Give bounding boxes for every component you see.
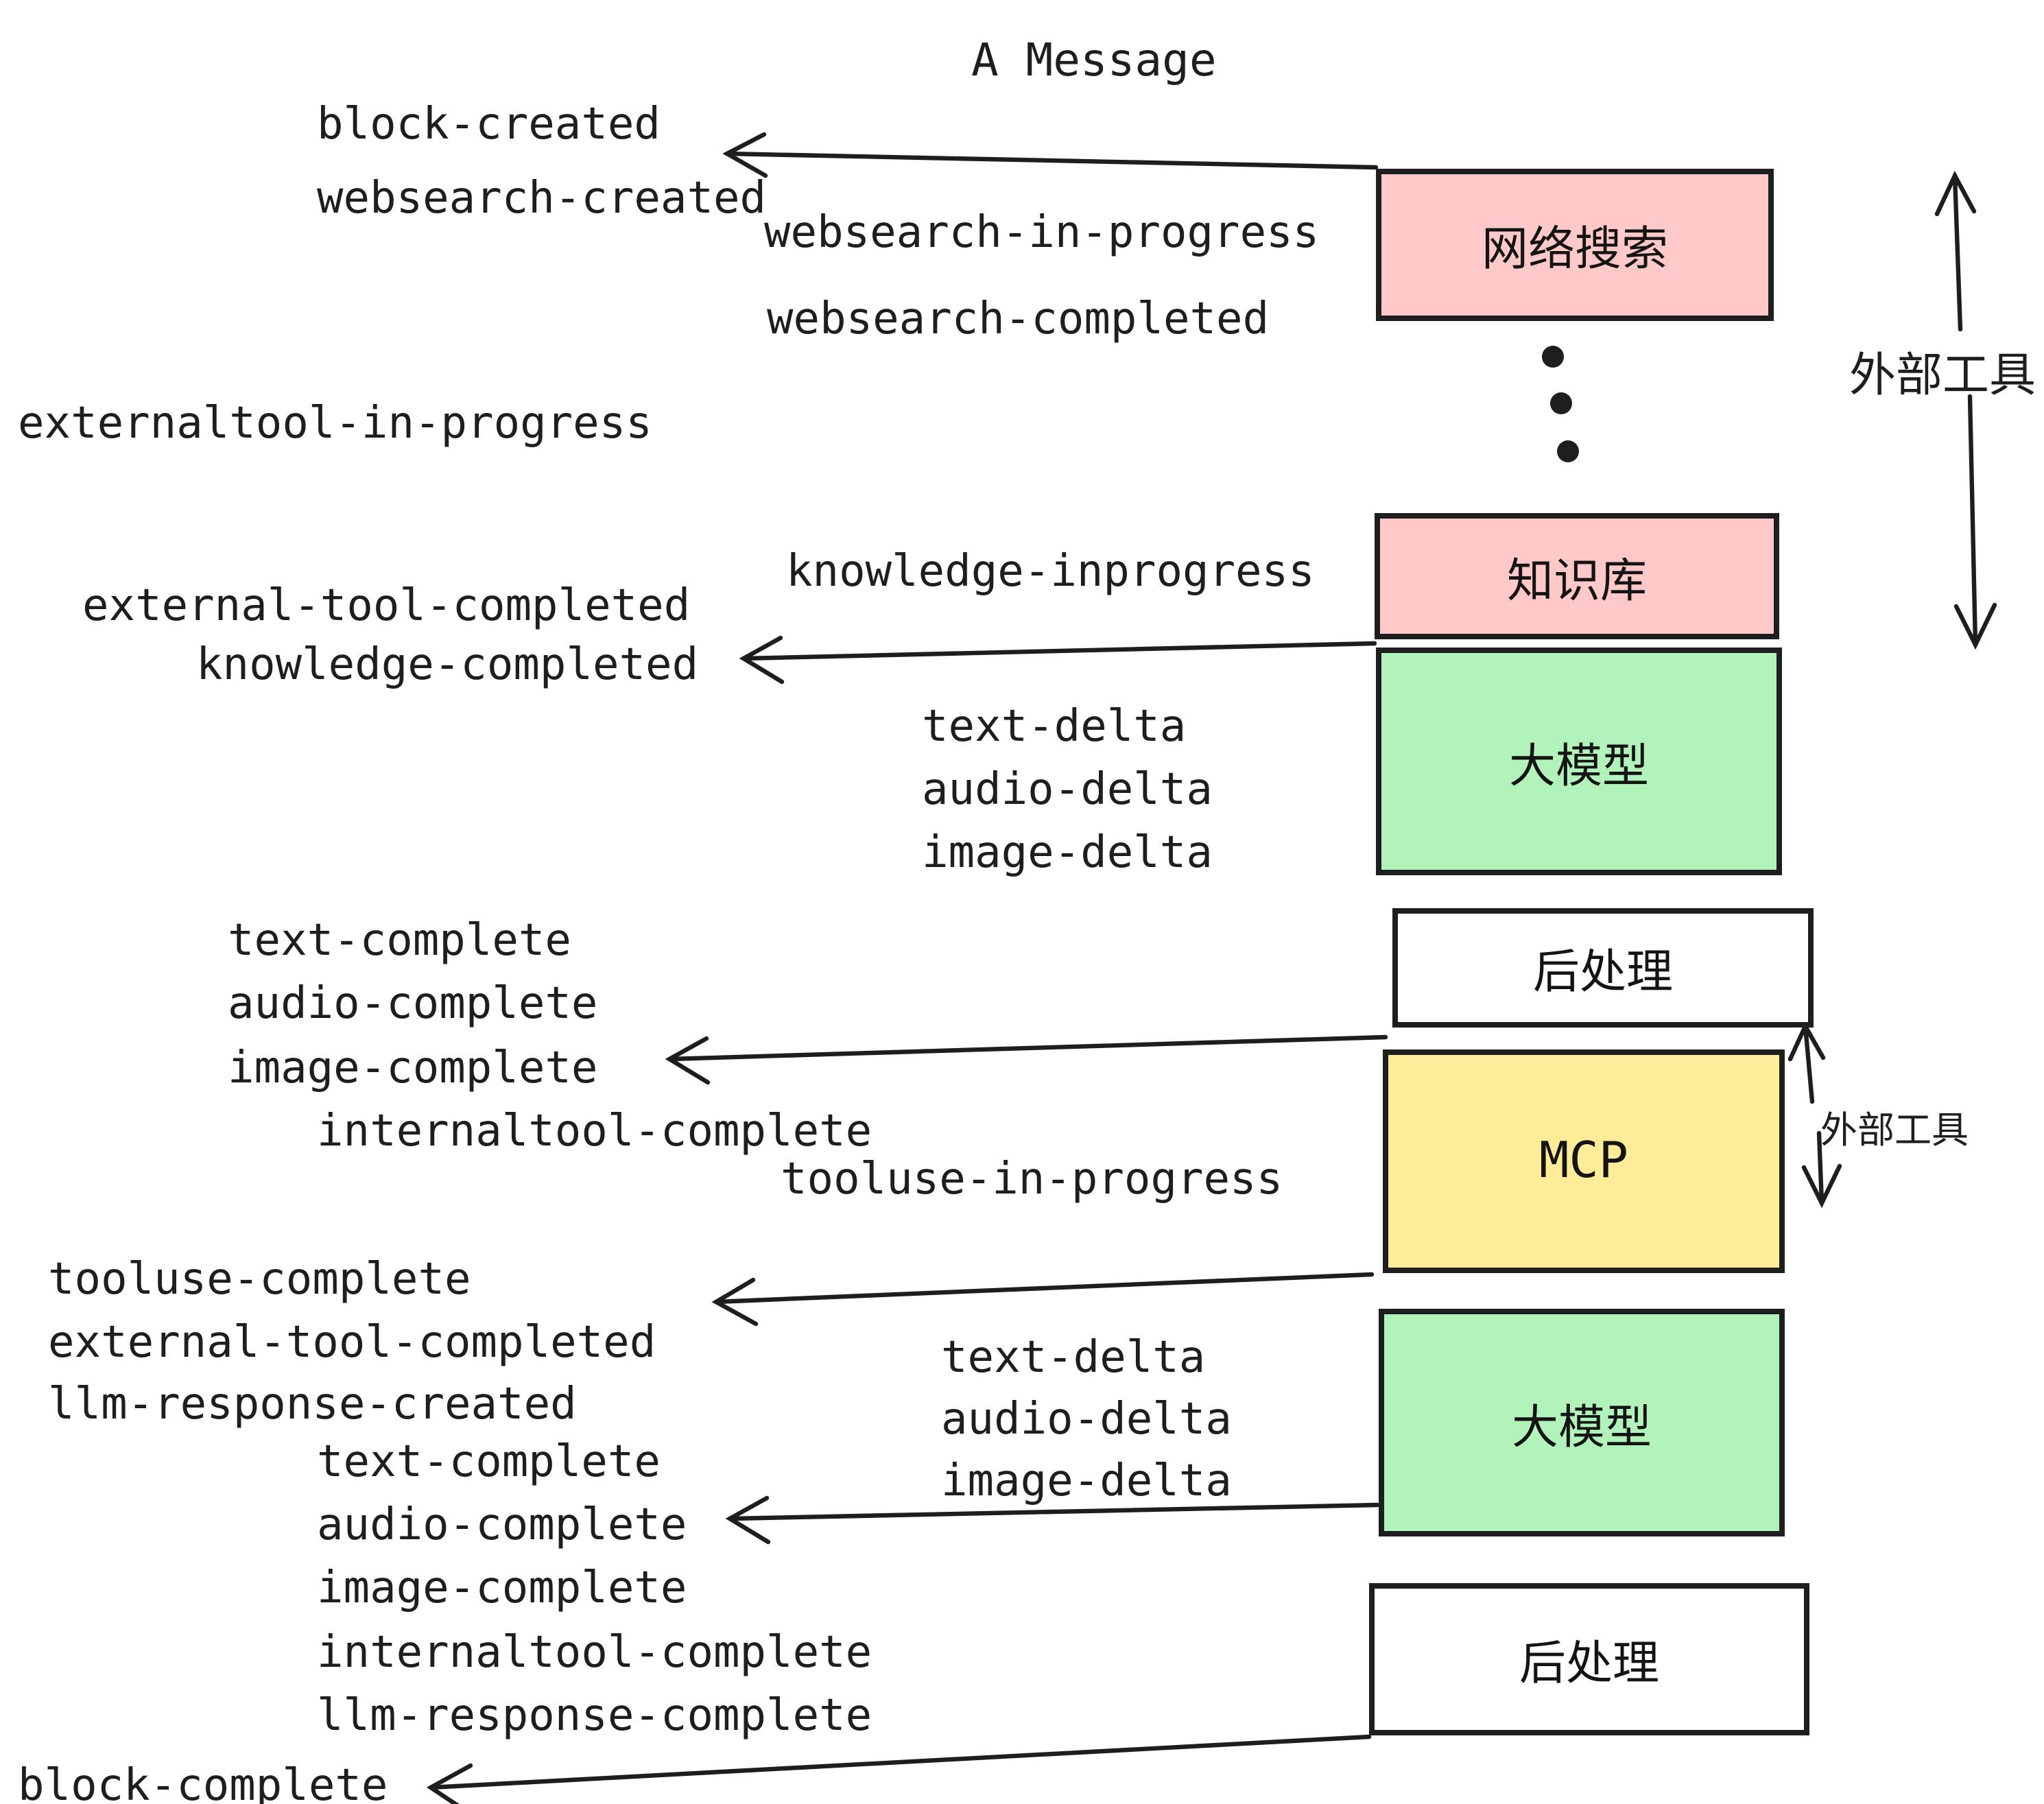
event-label-external-tool-completed: external-tool-completed bbox=[82, 579, 691, 631]
box-llm-1: 大模型 bbox=[1376, 648, 1782, 875]
event-label-audio-delta-2: audio-delta bbox=[941, 1392, 1232, 1445]
event-label-tooluse-complete: tooluse-complete bbox=[48, 1253, 471, 1305]
event-label-websearch-completed: websearch-completed bbox=[767, 292, 1270, 344]
event-label-image-complete: image-complete bbox=[228, 1041, 598, 1093]
event-label-block-created: block-created bbox=[317, 97, 661, 150]
box-post-processing-1: 后处理 bbox=[1392, 908, 1814, 1028]
event-label-external-tool-completed-2: external-tool-completed bbox=[48, 1316, 656, 1368]
box-post-processing-1-label: 后处理 bbox=[1533, 947, 1673, 999]
box-llm-2-label: 大模型 bbox=[1512, 1401, 1652, 1453]
arrow-to-tooluse-complete bbox=[711, 1272, 1375, 1327]
box-knowledge-base: 知识库 bbox=[1375, 513, 1779, 639]
box-web-search: 网络搜索 bbox=[1376, 169, 1774, 321]
event-label-llm-response-created: llm-response-created bbox=[48, 1377, 577, 1429]
event-label-knowledge-inprogress: knowledge-inprogress bbox=[786, 545, 1315, 597]
box-post-processing-2-label: 后处理 bbox=[1519, 1638, 1659, 1690]
box-post-processing-2: 后处理 bbox=[1369, 1583, 1809, 1735]
event-label-internaltool-complete-2: internaltool-complete bbox=[317, 1626, 872, 1678]
box-llm-2: 大模型 bbox=[1379, 1309, 1785, 1536]
external-tools-up-arrow-1 bbox=[1934, 170, 1977, 332]
box-knowledge-base-label: 知识库 bbox=[1507, 555, 1647, 607]
event-label-text-delta: text-delta bbox=[922, 700, 1187, 752]
arrow-to-websearch-created bbox=[722, 132, 1379, 178]
external-tools-label-2: 外部工具 bbox=[1820, 1110, 1969, 1151]
arrow-to-block-complete bbox=[426, 1734, 1372, 1804]
arrow-to-knowledge-completed bbox=[739, 635, 1377, 685]
ellipsis-dots bbox=[1542, 346, 1579, 462]
event-label-websearch-in-progress: websearch-in-progress bbox=[764, 206, 1320, 258]
event-label-tooluse-in-progress: tooluse-in-progress bbox=[781, 1152, 1283, 1204]
event-label-internaltool-complete: internaltool-complete bbox=[317, 1104, 872, 1156]
box-llm-1-label: 大模型 bbox=[1509, 740, 1649, 792]
event-label-audio-delta: audio-delta bbox=[922, 763, 1213, 815]
event-label-llm-response-complete: llm-response-complete bbox=[317, 1689, 872, 1741]
box-mcp: MCP bbox=[1383, 1049, 1785, 1273]
event-label-websearch-created: websearch-created bbox=[317, 171, 767, 224]
box-mcp-label: MCP bbox=[1538, 1133, 1629, 1189]
event-label-text-delta-2: text-delta bbox=[941, 1331, 1206, 1383]
event-label-audio-complete: audio-complete bbox=[228, 977, 598, 1029]
diagram-title: A Message bbox=[971, 33, 1217, 86]
external-tools-down-arrow-1 bbox=[1953, 394, 1997, 650]
event-label-text-complete-2: text-complete bbox=[317, 1435, 661, 1487]
event-label-image-delta-2: image-delta bbox=[941, 1454, 1232, 1506]
event-label-image-complete-2: image-complete bbox=[317, 1561, 687, 1613]
event-label-audio-complete-2: audio-complete bbox=[317, 1498, 687, 1550]
event-label-knowledge-completed: knowledge-completed bbox=[196, 638, 699, 690]
event-label-externaltool-in-progress: externaltool-in-progress bbox=[18, 396, 652, 449]
event-label-image-delta: image-delta bbox=[922, 826, 1213, 878]
event-label-block-complete: block-complete bbox=[18, 1759, 388, 1804]
arrow-to-image-complete bbox=[665, 1034, 1388, 1085]
event-label-text-complete: text-complete bbox=[228, 914, 571, 966]
box-web-search-label: 网络搜索 bbox=[1482, 224, 1668, 276]
external-tools-label-1: 外部工具 bbox=[1849, 350, 2036, 402]
external-tools-up-arrow-2 bbox=[1787, 1021, 1826, 1104]
